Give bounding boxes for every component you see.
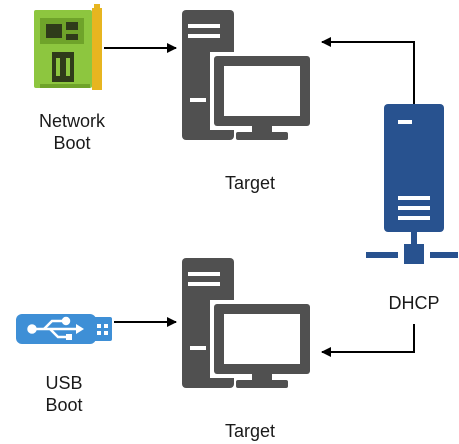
target-top-label: Target <box>224 173 276 193</box>
usb-boot-label-line1: USB <box>45 373 83 393</box>
network-boot-label-line2: Boot <box>53 133 91 153</box>
network-card-icon <box>34 4 102 90</box>
usb-boot-label-line2: Boot <box>45 395 83 415</box>
usb-drive-icon <box>16 314 112 344</box>
computer-icon <box>182 10 314 140</box>
target-bottom-label: Target <box>224 421 276 441</box>
computer-icon <box>182 258 314 388</box>
dhcp-label: DHCP <box>388 293 440 313</box>
arrow-dhcp-to-target-bottom <box>321 324 415 357</box>
arrow-dhcp-to-target-top <box>321 37 415 104</box>
server-network-icon <box>366 104 458 264</box>
network-boot-label: Network Boot <box>22 110 122 154</box>
usb-boot-label: USB Boot <box>14 372 114 416</box>
network-boot-label-line1: Network <box>38 111 105 131</box>
